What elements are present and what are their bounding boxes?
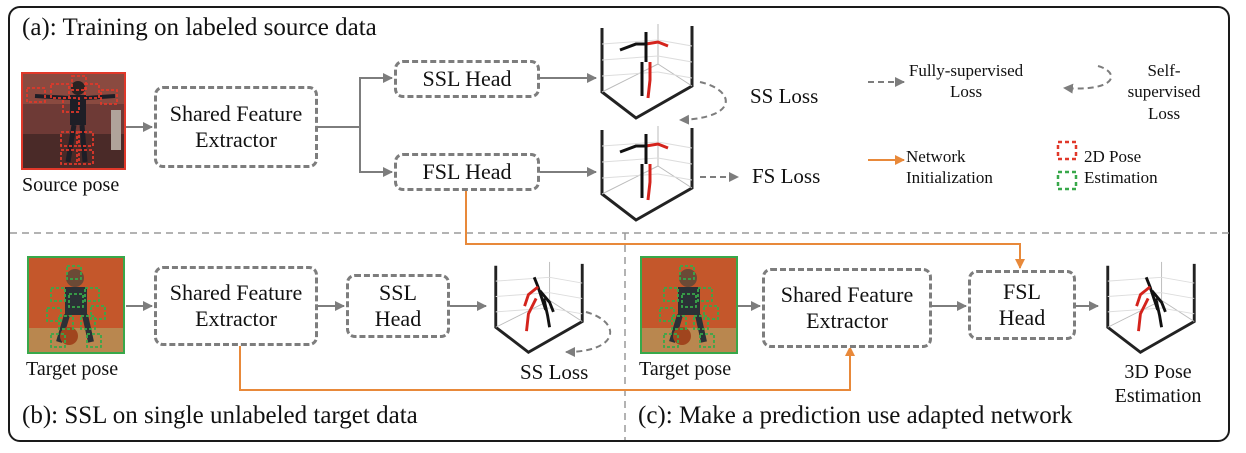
source-pose-caption: Source pose <box>22 174 120 196</box>
init-path-shared-extractor <box>239 345 855 391</box>
target-pose-caption-b: Target pose <box>26 358 119 380</box>
fsl-head-c: FSL Head <box>968 270 1076 340</box>
pose-skeleton <box>619 32 669 99</box>
source-pose-photo-icon <box>23 74 124 168</box>
pose-plot-fsl-a <box>600 126 694 222</box>
arrow-to-ssl-head <box>359 73 393 127</box>
shared-feature-extractor-a: Shared Feature Extractor <box>154 86 318 168</box>
target-pose-caption-c: Target pose <box>639 358 732 380</box>
arrow-to-fsl-head <box>359 127 393 177</box>
section-b-title: (b): SSL on single unlabeled target data <box>22 402 418 429</box>
output-caption: 3D Pose Estimation <box>1114 361 1202 407</box>
pose-plot-axes <box>600 24 694 120</box>
legend-self-supervised-arrow <box>1063 65 1113 94</box>
ss-loss-loop-a <box>679 81 727 125</box>
pose-skeleton <box>619 134 669 201</box>
target-pose-photo-icon <box>29 258 123 352</box>
ssl-head-a: SSL Head <box>394 60 540 98</box>
pose-plot-ssl-b <box>494 261 584 354</box>
pose-plot-axes <box>1106 261 1196 354</box>
pose-plot-axes <box>494 261 584 354</box>
shared-feature-extractor-c: Shared Feature Extractor <box>762 268 932 348</box>
legend-2d-pose-red-box <box>1056 140 1078 161</box>
section-a-title: (a): Training on labeled source data <box>22 14 377 41</box>
legend-network-init-label: Network Initialization <box>906 147 993 188</box>
ssl-head-b: SSL Head <box>346 274 450 338</box>
ss-loss-label-a: SS Loss <box>750 84 819 108</box>
target-pose-photo-b <box>27 256 125 354</box>
pose-skeleton <box>523 276 555 332</box>
pose-plot-output-c <box>1106 261 1196 354</box>
target-pose-photo-icon <box>642 258 736 352</box>
ss-loss-loop-b <box>565 311 612 357</box>
target-pose-photo-c <box>640 256 738 354</box>
legend-self-supervised-label: Self-supervised Loss <box>1127 61 1201 123</box>
pose-skeleton <box>1135 276 1167 332</box>
section-c-title: (c): Make a prediction use adapted netwo… <box>638 402 1073 429</box>
source-pose-photo <box>21 72 126 170</box>
fsl-head-a: FSL Head <box>394 153 540 191</box>
init-path-fsl-head <box>465 190 1025 269</box>
outer-frame <box>8 6 1230 442</box>
legend-fully-supervised-label: Fully-supervised Loss <box>908 61 1024 102</box>
pose-plot-ssl-a <box>600 24 694 120</box>
legend-2d-pose-green-box <box>1056 170 1078 191</box>
shared-feature-extractor-b: Shared Feature Extractor <box>154 266 318 346</box>
ss-loss-label-b: SS Loss <box>520 360 589 384</box>
legend-2d-pose-label: 2D Pose Estimation <box>1084 147 1158 188</box>
fs-loss-label-a: FS Loss <box>752 164 821 188</box>
